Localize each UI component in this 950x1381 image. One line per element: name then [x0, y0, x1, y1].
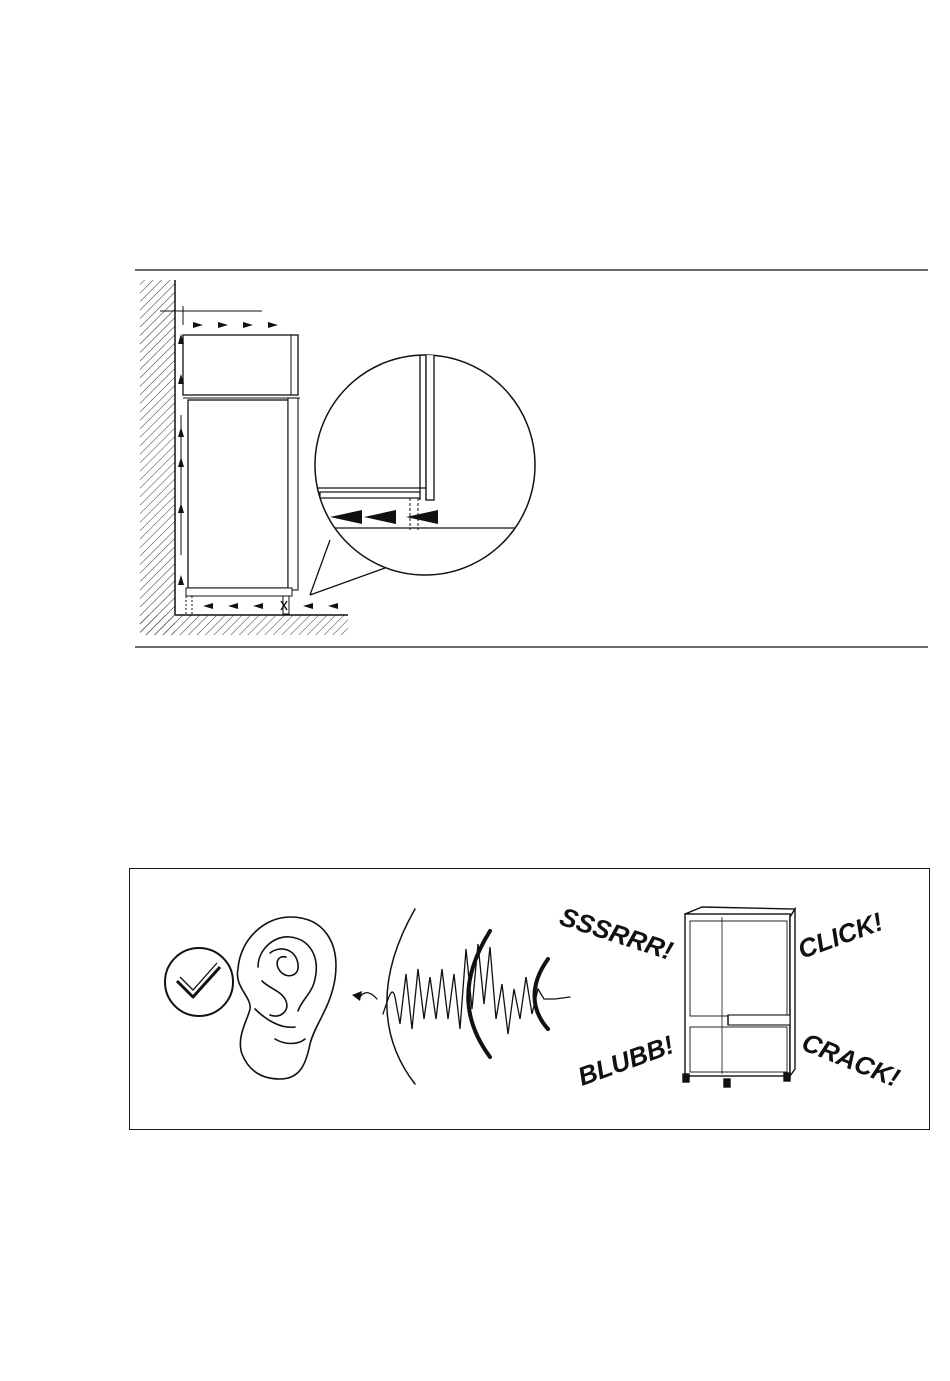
ventilation-diagram — [0, 0, 950, 700]
appliance-side-view — [181, 398, 300, 614]
fridge-freezer-icon — [683, 907, 795, 1087]
upper-cabinet — [183, 335, 298, 395]
sound-label-crack: CRACK! — [798, 1027, 905, 1093]
normal-operating-noises-figure: SSSRRR! CLICK! BLUBB! CRACK! — [129, 868, 930, 1130]
sound-label-click: CLICK! — [794, 906, 887, 964]
checkmark-icon — [165, 948, 233, 1016]
sound-label-sssrrr: SSSRRR! — [556, 901, 677, 966]
detail-magnifier — [310, 350, 535, 595]
sound-wave-icon — [352, 909, 570, 1084]
sound-label-blubb: BLUBB! — [574, 1029, 678, 1091]
ear-icon — [237, 917, 336, 1079]
